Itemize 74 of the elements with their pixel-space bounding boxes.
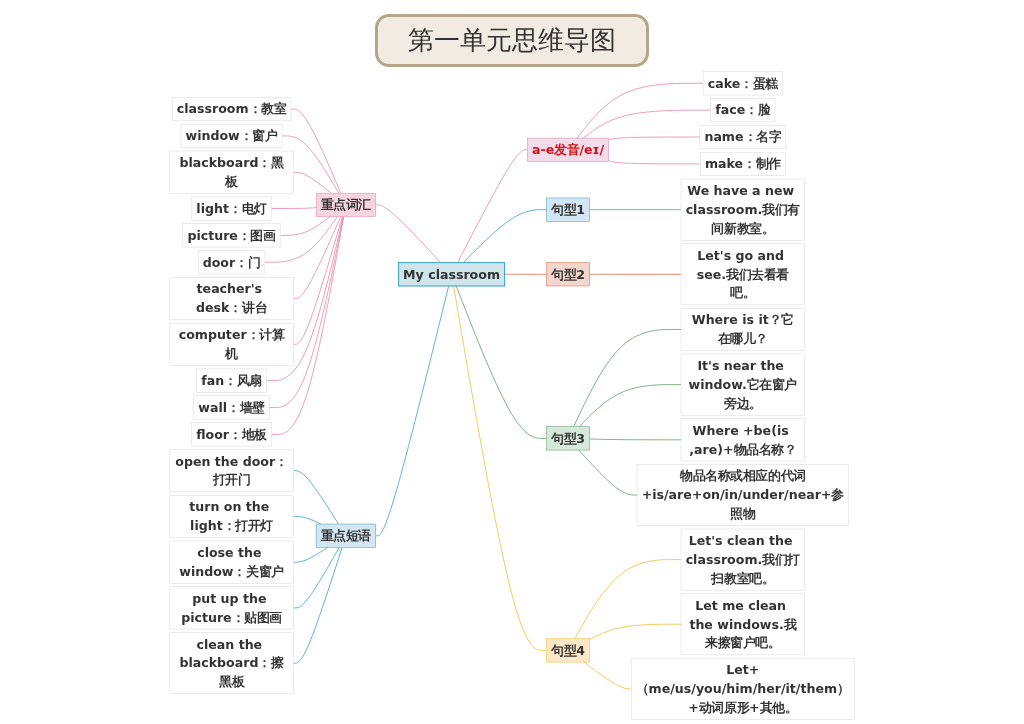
node-box: It's near the window.它在窗户旁边。 xyxy=(680,353,805,416)
connector xyxy=(375,285,450,537)
connector xyxy=(589,623,682,640)
node-box: Where is it？它在哪儿？ xyxy=(680,308,805,351)
connector xyxy=(266,216,344,382)
node-box: 句型4 xyxy=(546,638,590,663)
node-box: make：制作 xyxy=(700,151,786,176)
node-box: cake：蛋糕 xyxy=(702,71,783,96)
connector xyxy=(583,661,632,690)
node-box: classroom：教室 xyxy=(171,97,292,122)
connector xyxy=(268,216,344,408)
node-box: 重点短语 xyxy=(315,523,376,548)
connector xyxy=(292,171,332,194)
node-box: Let+（me/us/you/him/her/it/them）+动词原形+其他。 xyxy=(631,657,855,720)
connector xyxy=(574,559,682,640)
connector xyxy=(589,438,682,441)
connector xyxy=(292,516,322,525)
node-box: 物品名称或相应的代词+is/are+on/in/under/near+参照物 xyxy=(636,464,849,526)
connector xyxy=(608,160,701,165)
node-box: We have a new classroom.我们有间新教室。 xyxy=(680,178,805,241)
node-box: teacher's desk：讲台 xyxy=(169,277,294,321)
connector xyxy=(270,207,317,209)
connector xyxy=(455,285,547,439)
connector xyxy=(264,216,338,263)
title: 第一单元思维导图 xyxy=(375,14,649,67)
node-box: 重点词汇 xyxy=(315,192,376,217)
connector xyxy=(589,273,682,275)
node-box: clean the blackboard：擦黑板 xyxy=(169,632,294,694)
node-box: Let me clean the windows.我来擦窗户吧。 xyxy=(680,593,805,656)
node-box: turn on the light：打开灯 xyxy=(169,495,294,538)
node-box: computer：计算机 xyxy=(169,322,294,366)
connector xyxy=(453,285,547,651)
connector xyxy=(292,547,329,563)
connector xyxy=(578,384,682,428)
connector xyxy=(504,273,547,275)
connector xyxy=(576,82,704,139)
connector xyxy=(292,470,339,525)
node-box: floor：地板 xyxy=(191,422,272,447)
connector xyxy=(292,216,343,345)
node-box: Where +be(is ,are)+物品名称？ xyxy=(680,418,805,462)
node-box: 句型1 xyxy=(546,197,590,222)
node-box: put up the picture：贴图画 xyxy=(169,586,294,630)
connector xyxy=(292,547,340,609)
connector xyxy=(270,216,345,435)
connector xyxy=(290,108,342,194)
node-box: name：名字 xyxy=(699,125,787,150)
connector xyxy=(279,216,331,236)
node-box: fan：风扇 xyxy=(196,368,267,393)
node-box: 句型2 xyxy=(546,262,590,287)
connector xyxy=(281,135,340,194)
connector xyxy=(292,547,343,664)
node-box: My classroom xyxy=(397,262,506,287)
connector xyxy=(589,209,682,211)
connector xyxy=(608,136,701,141)
connector xyxy=(292,216,342,299)
node-box: window：窗户 xyxy=(180,123,283,148)
node-box: open the door：打开门 xyxy=(169,449,294,493)
node-box: 句型3 xyxy=(546,426,590,451)
connector xyxy=(573,329,682,428)
node-box: face：脸 xyxy=(710,98,776,123)
connector xyxy=(583,109,712,139)
connector xyxy=(578,449,638,496)
node-box: Let's clean the classroom.我们打扫教室吧。 xyxy=(680,528,805,591)
node-box: picture：图画 xyxy=(182,223,281,248)
connector xyxy=(462,209,547,263)
node-box: Let's go and see.我们去看看吧。 xyxy=(680,243,805,306)
node-box: door：门 xyxy=(197,250,266,275)
node-box: close the window：关窗户 xyxy=(169,540,294,584)
node-box: blackboard：黑板 xyxy=(169,150,294,194)
node-box: wall：墙壁 xyxy=(193,395,270,420)
connector xyxy=(375,204,442,263)
connector xyxy=(457,149,528,263)
node-box: a-e发音/eɪ/ xyxy=(527,137,609,162)
node-box: light：电灯 xyxy=(191,196,272,221)
